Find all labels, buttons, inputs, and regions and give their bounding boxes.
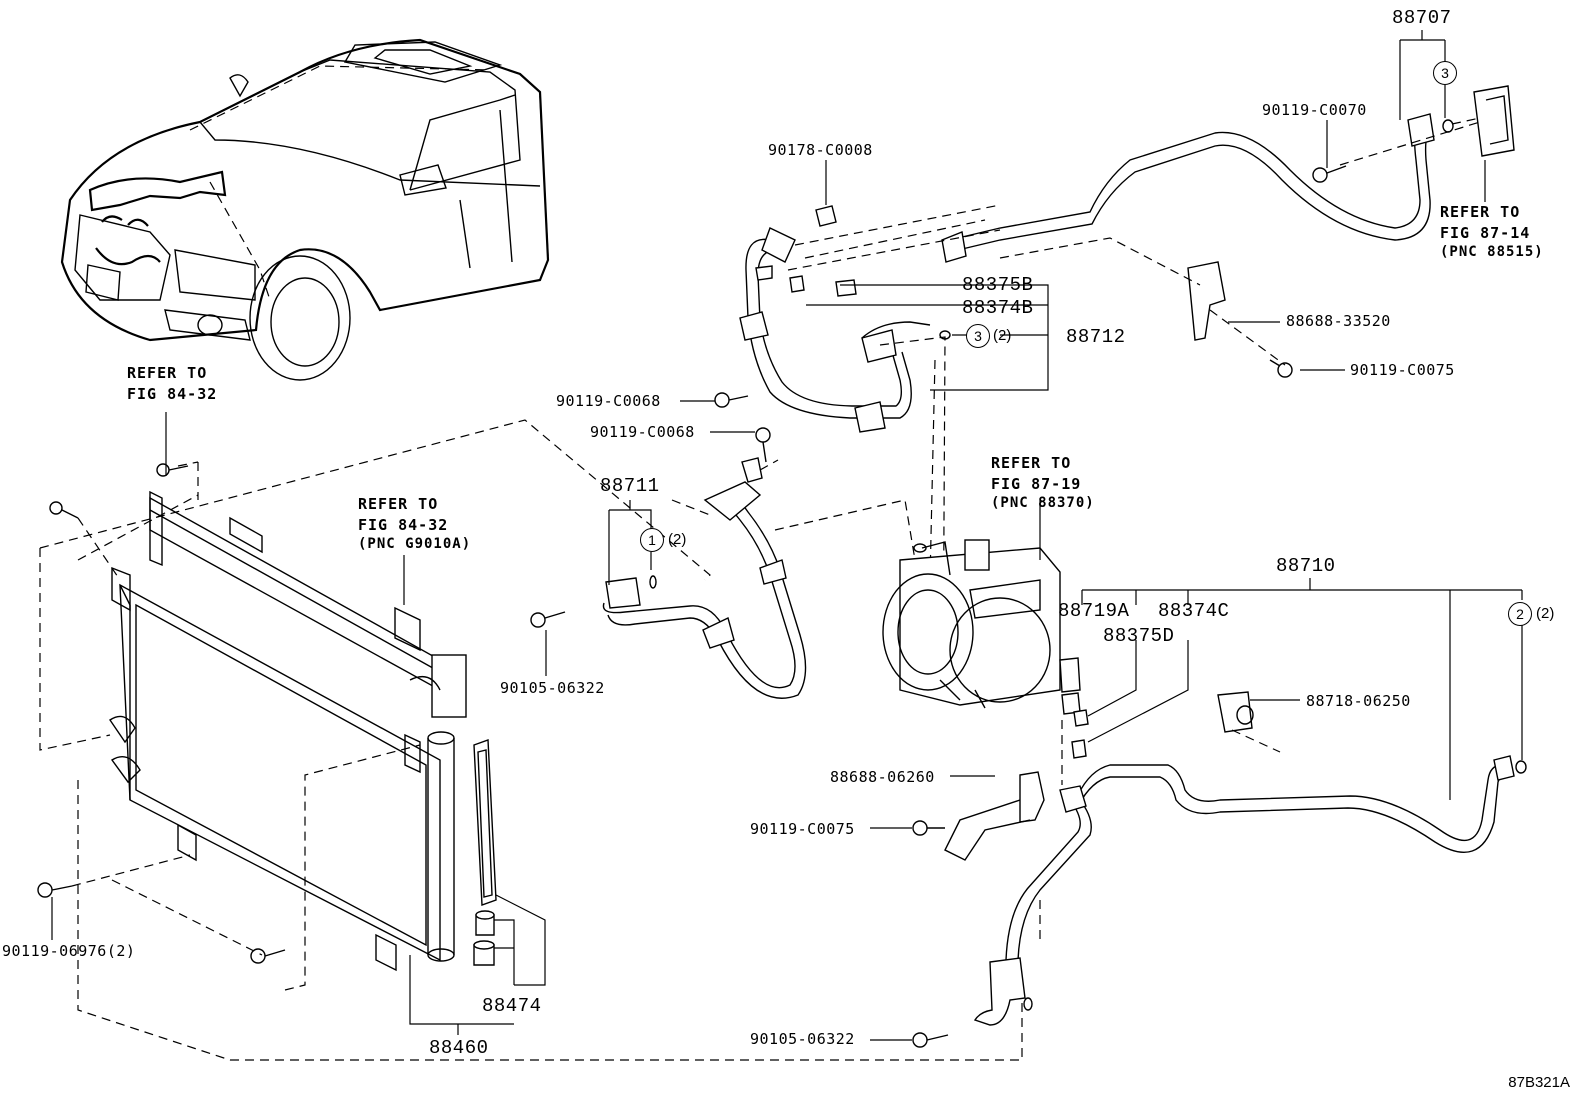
part-number-88375d: 88375D: [1103, 625, 1175, 647]
part-number-90119-c0068-b: 90119-C0068: [590, 423, 695, 441]
callout-1: 1: [640, 528, 664, 552]
part-number-88718-06250: 88718-06250: [1306, 692, 1411, 710]
reference-fig-87-19: REFER TO FIG 87-19 (PNC 88370): [991, 454, 1095, 511]
callout-3-mid-qty: (2): [993, 327, 1012, 344]
part-number-88375b: 88375B: [962, 274, 1034, 296]
discharge-hose: [530, 427, 916, 699]
part-number-90119-c0068-a: 90119-C0068: [556, 392, 661, 410]
part-number-88374b: 88374B: [962, 297, 1034, 319]
reference-fig-87-14: REFER TO FIG 87-14 (PNC 88515): [1440, 203, 1544, 260]
part-number-88474: 88474: [482, 995, 542, 1017]
suction-hose: [680, 30, 1515, 701]
callout-3-top: 3: [1433, 61, 1457, 85]
part-number-88707: 88707: [1392, 7, 1452, 29]
compressor: [882, 500, 1061, 709]
vehicle-illustration: [60, 38, 550, 381]
part-number-90105-06322-b: 90105-06322: [750, 1030, 855, 1048]
part-number-90119-c0070: 90119-C0070: [1262, 101, 1367, 119]
part-number-90105-06322-a: 90105-06322: [500, 679, 605, 697]
part-number-90178-c0008: 90178-C0008: [768, 141, 873, 159]
part-number-88460: 88460: [429, 1037, 489, 1059]
part-number-88712: 88712: [1066, 326, 1126, 348]
part-number-88688-33520: 88688-33520: [1286, 312, 1391, 330]
part-number-90119-06976: 90119-06976(2): [2, 942, 136, 960]
callout-2: 2: [1508, 602, 1532, 626]
callout-3-mid: 3: [966, 324, 990, 348]
part-number-90119-c0075-bottom: 90119-C0075: [750, 820, 855, 838]
part-number-88719a: 88719A: [1058, 600, 1130, 622]
liquid-tube: [870, 578, 1527, 1048]
part-number-88711: 88711: [600, 475, 660, 497]
part-number-88688-06260: 88688-06260: [830, 768, 935, 786]
callout-1-qty: (2): [668, 531, 687, 548]
diagram-code: 87B321A: [1508, 1074, 1570, 1091]
part-number-90119-c0075-top: 90119-C0075: [1350, 361, 1455, 379]
reference-fig-84-32-top: REFER TO FIG 84-32: [127, 364, 218, 403]
callout-2-qty: (2): [1536, 605, 1555, 622]
reference-fig-84-32-mid: REFER TO FIG 84-32 (PNC G9010A): [358, 495, 472, 552]
part-number-88710: 88710: [1276, 555, 1336, 577]
condenser-assembly: [37, 412, 1023, 1061]
part-number-88374c: 88374C: [1158, 600, 1230, 622]
